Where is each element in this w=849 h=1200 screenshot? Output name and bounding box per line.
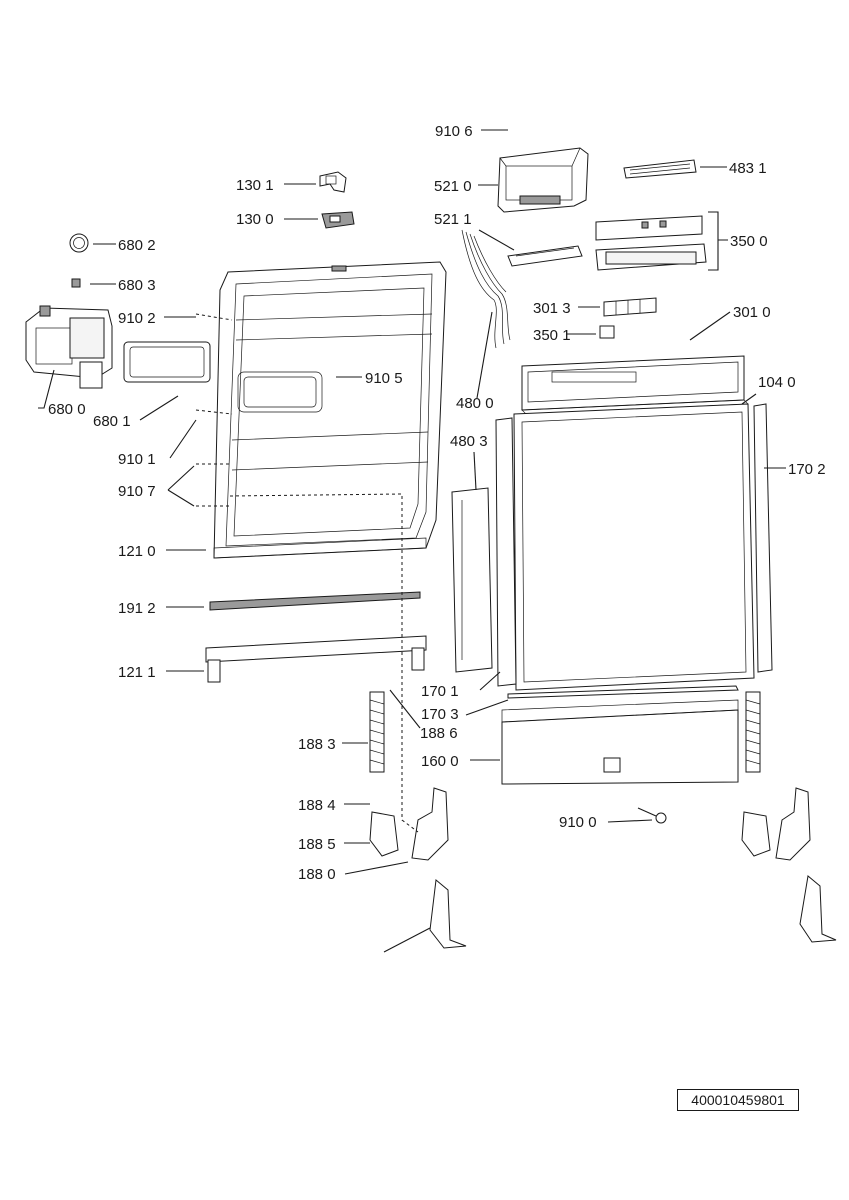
flat-cable — [623, 159, 697, 179]
bottom-strip — [507, 685, 739, 699]
electronic-board-upper — [595, 215, 703, 241]
module-connector — [507, 245, 583, 267]
detergent-dispenser — [25, 305, 113, 389]
inner-door-panel — [213, 261, 447, 559]
small-clip — [71, 278, 81, 288]
callout-104-0: 104 0 — [758, 374, 796, 391]
hinge-right — [741, 787, 811, 861]
callout-188-3: 188 3 — [298, 736, 336, 753]
callout-910-0: 910 0 — [559, 814, 597, 831]
callout-188-4: 188 4 — [298, 797, 336, 814]
callout-521-0: 521 0 — [434, 178, 472, 195]
wiring-harness — [461, 229, 511, 349]
callout-301-0: 301 0 — [733, 304, 771, 321]
callout-483-1: 483 1 — [729, 160, 767, 177]
seal-strip — [209, 591, 421, 611]
callout-910-5: 910 5 — [365, 370, 403, 387]
bottom-plate — [501, 699, 739, 785]
callout-121-0: 121 0 — [118, 543, 156, 560]
screw — [637, 807, 667, 824]
callout-121-1: 121 1 — [118, 664, 156, 681]
callout-680-0: 680 0 — [48, 401, 86, 418]
callout-130-1: 130 1 — [236, 177, 274, 194]
callout-910-6: 910 6 — [435, 123, 473, 140]
callout-301-3: 301 3 — [533, 300, 571, 317]
hinge-bracket-left — [429, 879, 467, 949]
callout-170-1: 170 1 — [421, 683, 459, 700]
callout-160-0: 160 0 — [421, 753, 459, 770]
door-lock — [321, 211, 355, 229]
callout-680-3: 680 3 — [118, 277, 156, 294]
callout-188-5: 188 5 — [298, 836, 336, 853]
sealing-ring — [69, 233, 89, 253]
callout-170-3: 170 3 — [421, 706, 459, 723]
callout-188-6: 188 6 — [420, 725, 458, 742]
callout-350-1: 350 1 — [533, 327, 571, 344]
callout-910-7: 910 7 — [118, 483, 156, 500]
callout-910-2: 910 2 — [118, 310, 156, 327]
callout-191-2: 191 2 — [118, 600, 156, 617]
outer-door — [513, 403, 755, 691]
callout-910-1: 910 1 — [118, 451, 156, 468]
callout-350-0: 350 0 — [730, 233, 768, 250]
document-number: 400010459801 — [677, 1089, 799, 1111]
electronic-board-lower — [595, 243, 707, 271]
callout-480-3: 480 3 — [450, 433, 488, 450]
control-panel — [521, 355, 749, 415]
callout-521-1: 521 1 — [434, 211, 472, 228]
callout-680-2: 680 2 — [118, 237, 156, 254]
callout-130-0: 130 0 — [236, 211, 274, 228]
hinge-left — [369, 787, 449, 861]
button-strip — [603, 297, 657, 317]
door-hook — [319, 171, 347, 193]
side-trim-left — [495, 417, 517, 687]
dispenser-gasket — [123, 341, 211, 383]
callout-188-0: 188 0 — [298, 866, 336, 883]
small-board — [599, 325, 615, 339]
control-module — [497, 147, 589, 213]
side-trim-right — [753, 403, 773, 673]
door-insulation-strip — [451, 487, 493, 673]
hinge-spring-left — [369, 691, 385, 773]
hinge-spring-right — [745, 691, 761, 773]
bottom-frame — [205, 635, 427, 683]
callout-480-0: 480 0 — [456, 395, 494, 412]
callout-170-2: 170 2 — [788, 461, 826, 478]
callout-680-1: 680 1 — [93, 413, 131, 430]
hinge-bracket-right — [799, 875, 837, 943]
